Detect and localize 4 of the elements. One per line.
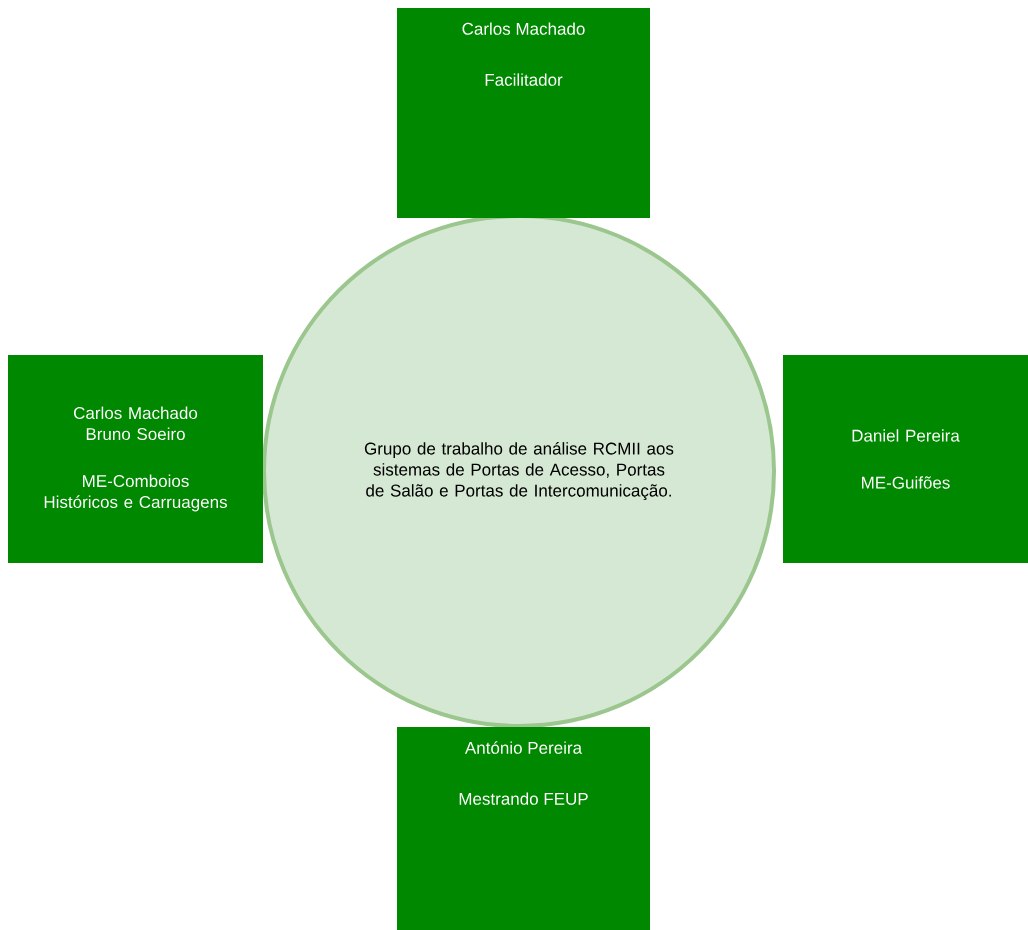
- member-box: António Pereira Mestrando FEUP: [397, 727, 650, 930]
- member-box: Carlos Machado Facilitador: [397, 8, 650, 218]
- member-box: Carlos Machado Bruno Soeiro ME-Comboios Históricos e Carruagens: [8, 355, 263, 563]
- member-box: Daniel Pereira ME-Guifões: [783, 355, 1028, 563]
